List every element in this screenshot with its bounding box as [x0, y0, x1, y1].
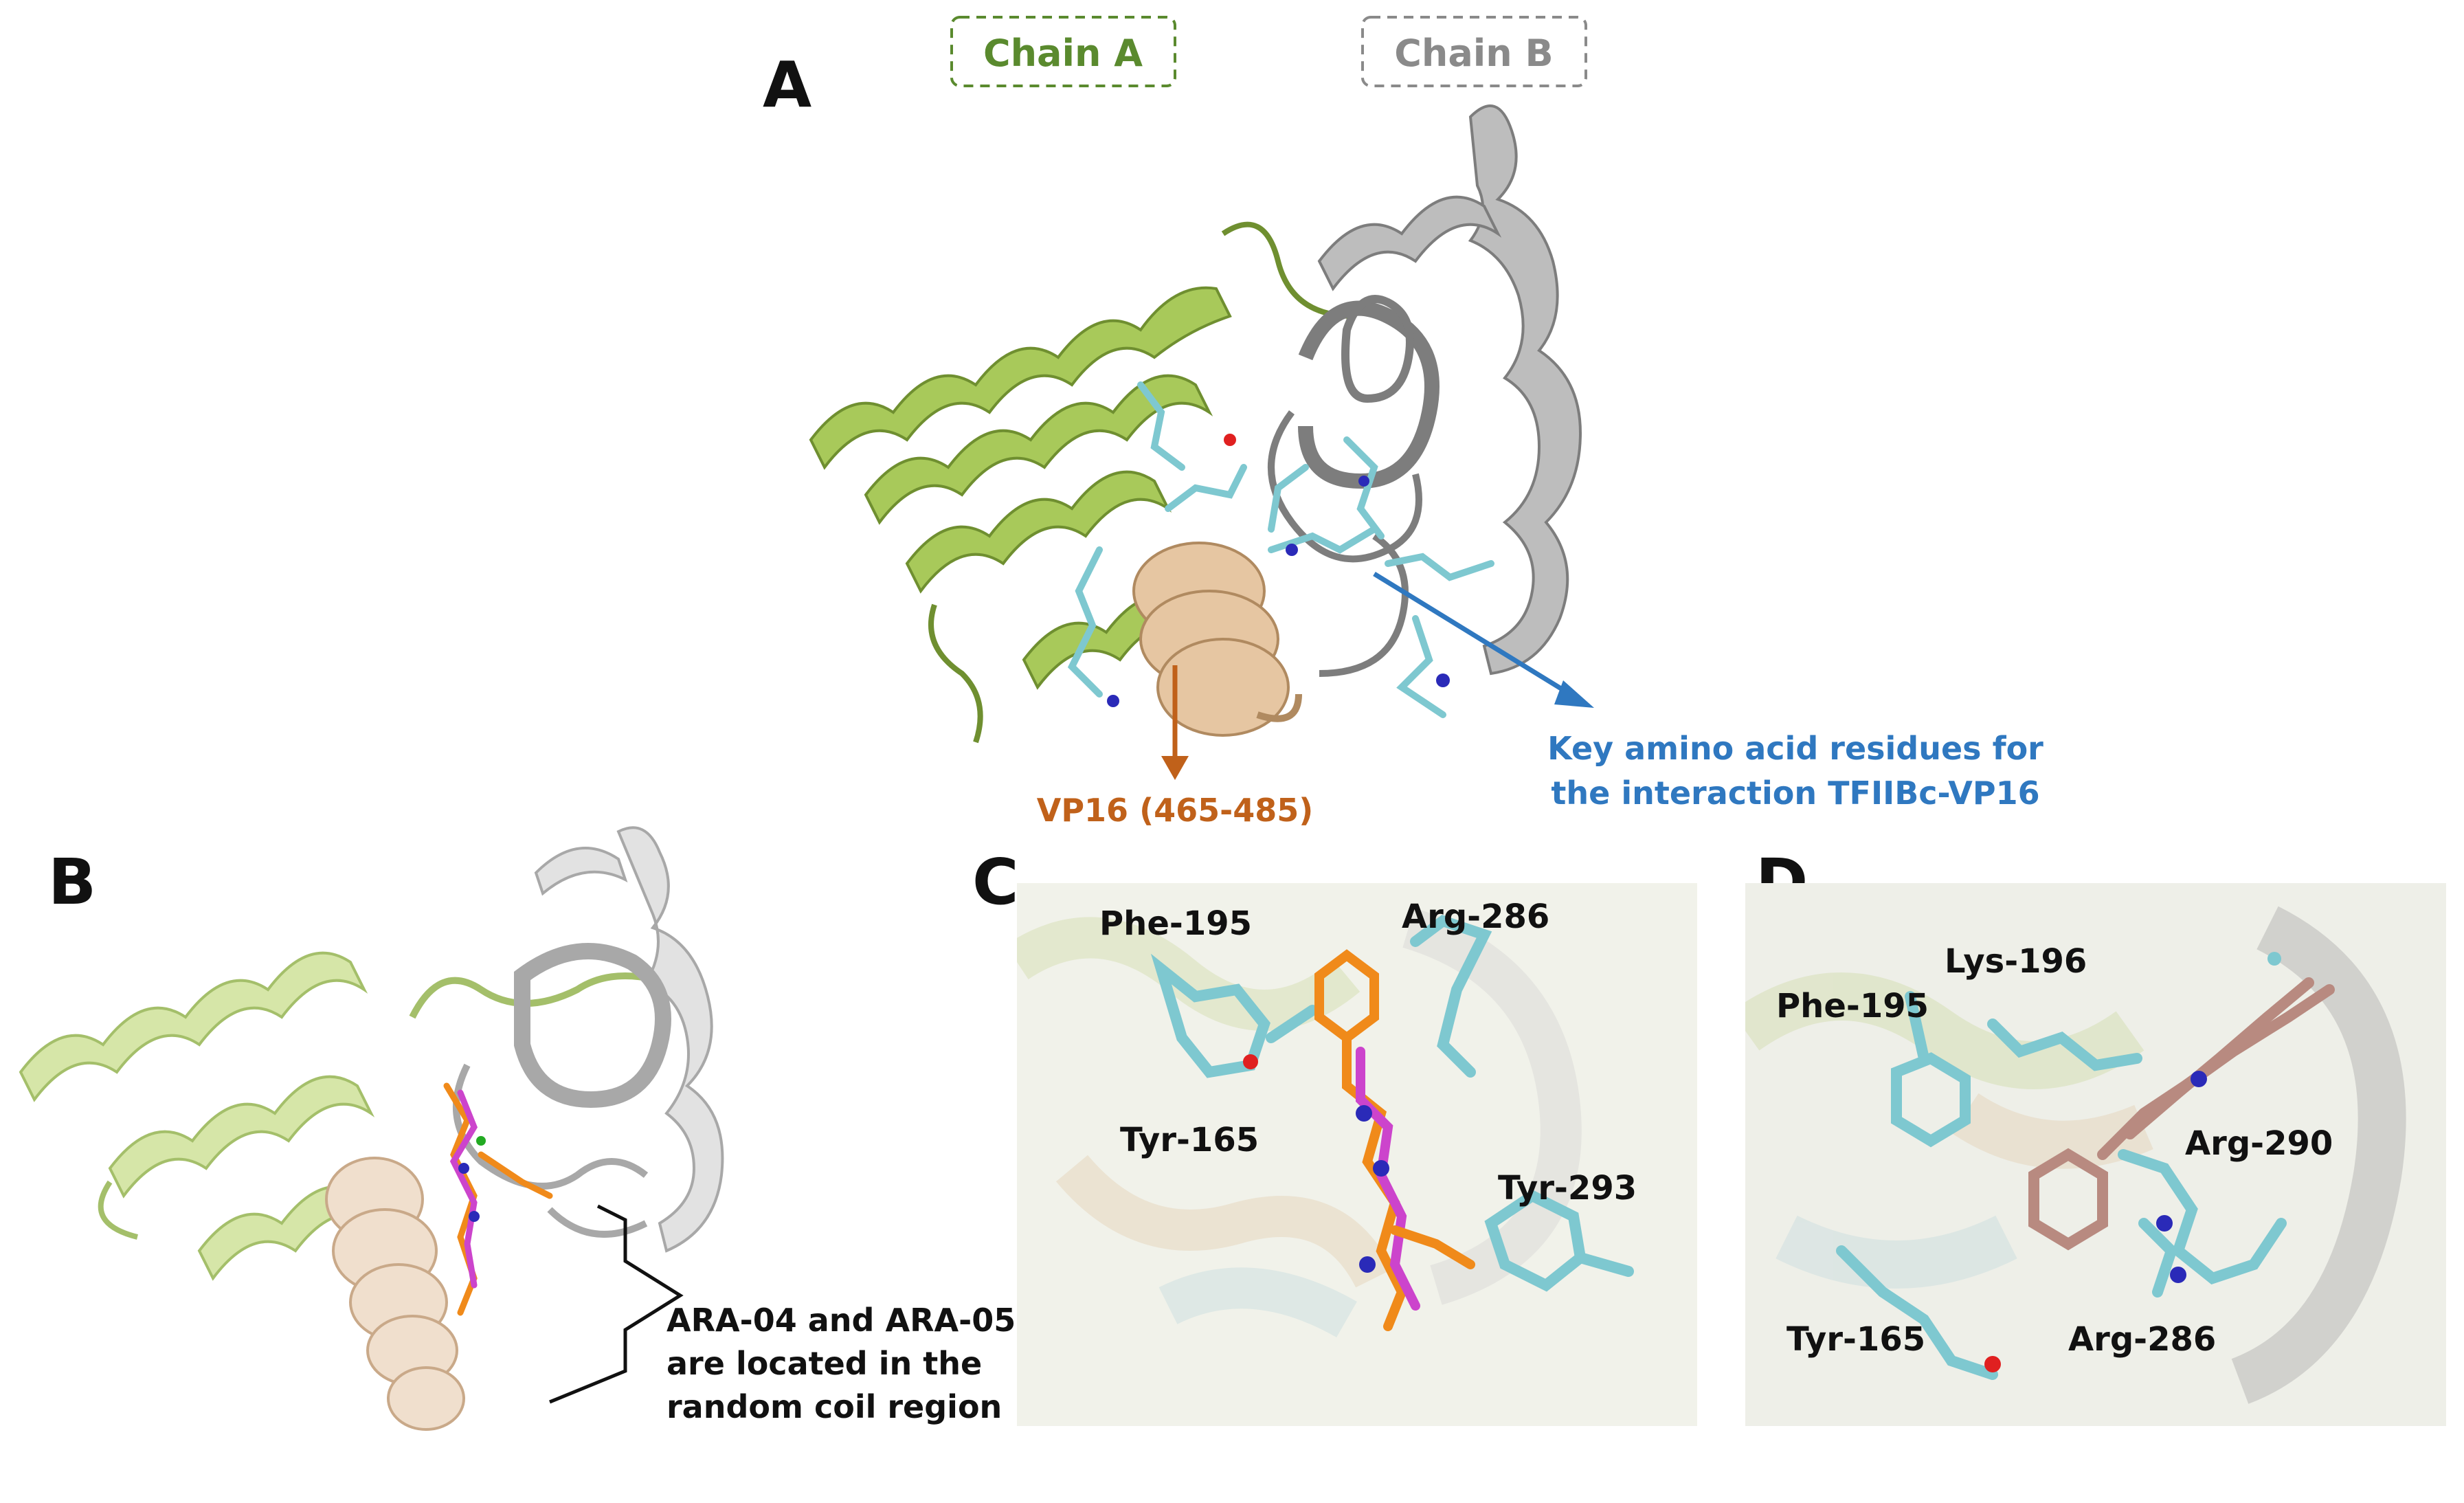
key-residue-sticks	[1067, 381, 1494, 718]
vp16-arrow	[1161, 665, 1189, 780]
key-residue-atoms	[1107, 434, 1450, 707]
panel-c-image	[1017, 883, 1697, 1426]
key-residues-label-line1: Key amino acid residues for	[1547, 730, 2043, 767]
chain-a-tag: Chain A	[950, 16, 1176, 87]
panel-d-residue-labels: Lys-196 Phe-195 Arg-290 Tyr-165 Arg-286	[1776, 942, 2333, 1359]
residue-label: Phe-195	[1099, 904, 1252, 943]
panel-c: C	[972, 845, 1697, 1426]
residue-label: Arg-286	[1402, 898, 1549, 936]
panel-b-note-line3: random coil region	[667, 1388, 1002, 1425]
residue-label: Arg-286	[2068, 1320, 2216, 1359]
vp16-label: VP16 (465-485)	[1037, 792, 1314, 829]
chain-b-tag: Chain B	[1361, 16, 1587, 87]
residue-label: Phe-195	[1776, 987, 1929, 1025]
panel-b-note-line1: ARA-04 and ARA-05	[667, 1302, 1016, 1339]
panel-b-chain-b-ribbon	[453, 826, 724, 1253]
chain-b-label: Chain B	[1394, 32, 1553, 75]
chain-b-ribbon	[1268, 104, 1582, 677]
vp16-ribbon	[1132, 542, 1302, 737]
chain-a-ribbon	[809, 221, 1354, 744]
key-residues-arrow	[1373, 572, 1594, 708]
residue-label: Tyr-165	[1120, 1121, 1259, 1159]
panel-letter-c: C	[972, 845, 1019, 919]
residue-label: Tyr-165	[1787, 1320, 1925, 1359]
chain-a-label: Chain A	[983, 32, 1143, 75]
panel-letter-a: A	[763, 48, 811, 122]
panel-c-residue-labels: Phe-195 Arg-286 Tyr-165 Tyr-293	[1099, 898, 1637, 1207]
panel-d: D	[1745, 845, 2446, 1426]
chain-b-tag-box	[1361, 16, 1587, 87]
chain-a-tag-box	[950, 16, 1176, 87]
panel-d-image	[1745, 883, 2446, 1426]
residue-label: Tyr-293	[1498, 1169, 1637, 1207]
panel-b-ligands	[443, 1082, 553, 1316]
random-coil-bracket	[549, 1204, 684, 1404]
panel-b-note-line2: are located in the	[667, 1345, 982, 1382]
panel-a: A Chain A Chain B	[763, 16, 2043, 829]
panel-b: B	[19, 826, 1016, 1431]
panel-letter-b: B	[48, 845, 96, 919]
panel-b-vp16-ribbon	[325, 1157, 465, 1431]
key-residues-label-line2: the interaction TFIIBc-VP16	[1551, 775, 2039, 812]
residue-label: Arg-290	[2185, 1124, 2333, 1163]
residue-label: Lys-196	[1945, 942, 2087, 981]
